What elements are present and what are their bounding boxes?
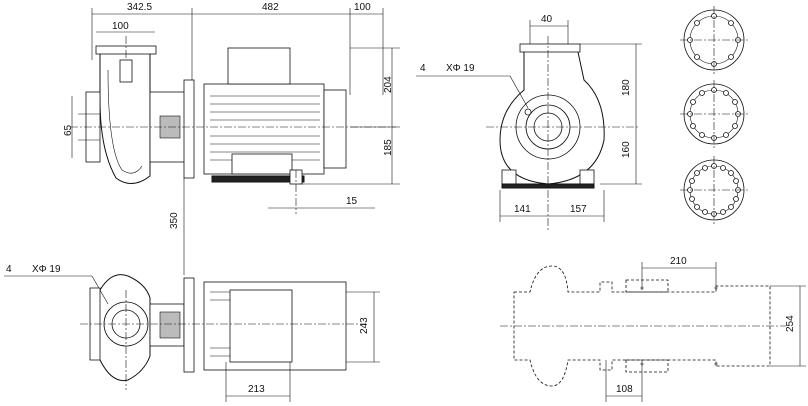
dim-40: 40	[541, 14, 553, 25]
dim-482: 482	[262, 2, 279, 13]
dim-160: 160	[621, 141, 632, 158]
dim-65: 65	[63, 124, 74, 136]
side-view: 342.5 482 100 100 65	[63, 2, 400, 275]
holes-front-label: XΦ 19	[446, 63, 475, 74]
base-outline-view: 210 254 108	[500, 256, 806, 402]
holes-plan-count: 4	[6, 264, 12, 275]
dim-100-top: 100	[354, 2, 371, 13]
plan-view: 4 XΦ 19 243 213	[4, 264, 380, 402]
holes-plan-label: XΦ 19	[32, 264, 61, 275]
motor-fins	[210, 95, 320, 161]
dim-157: 157	[570, 204, 587, 215]
flange-8-holes	[680, 6, 748, 74]
dim-108: 108	[616, 384, 633, 395]
dim-342-5: 342.5	[127, 2, 152, 13]
flange-16-holes	[680, 156, 748, 224]
dim-204: 204	[383, 76, 394, 93]
dim-15: 15	[346, 196, 358, 207]
dim-254: 254	[785, 315, 796, 332]
dim-185: 185	[383, 139, 394, 156]
dim-141: 141	[514, 204, 531, 215]
dim-180: 180	[621, 79, 632, 96]
flange-12-holes	[680, 80, 748, 148]
dim-213: 213	[248, 384, 265, 395]
dim-100-flange: 100	[112, 21, 129, 32]
front-view: 40 4 XΦ 19 180 160 141 157	[416, 14, 642, 232]
dim-243: 243	[359, 317, 370, 334]
dim-210: 210	[670, 256, 687, 267]
holes-front-count: 4	[420, 63, 426, 74]
dim-350: 350	[169, 212, 180, 229]
flange-views	[680, 6, 748, 224]
plan-motor-fins	[210, 291, 230, 357]
